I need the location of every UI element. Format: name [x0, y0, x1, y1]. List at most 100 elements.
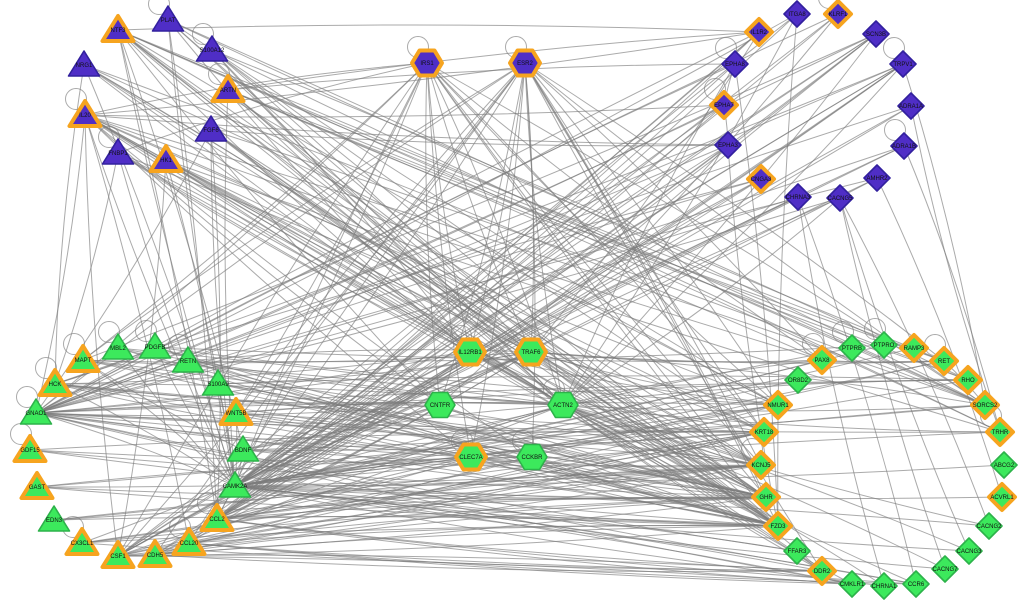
node-gast[interactable] [19, 471, 55, 500]
node-trhr[interactable] [985, 417, 1015, 447]
node-artn[interactable] [210, 74, 246, 103]
node-abcg2[interactable] [990, 451, 1018, 479]
node-mapt[interactable] [65, 344, 101, 373]
edge-s100a9-rho [217, 375, 969, 385]
node-cmklr1[interactable] [838, 570, 866, 598]
node-cdh5[interactable] [137, 539, 173, 568]
edge-hck-krt18 [54, 383, 765, 433]
node-gnao1[interactable] [19, 398, 53, 425]
edge-adra1a-trhr [910, 105, 1001, 433]
node-cacng3[interactable] [955, 537, 983, 565]
edge-fnbp1-krt18 [117, 152, 765, 433]
node-ddr2[interactable] [807, 556, 837, 586]
node-clec7a[interactable] [454, 442, 488, 472]
node-mbl2[interactable] [101, 333, 135, 360]
node-fgf6[interactable] [194, 115, 228, 142]
node-cacng7[interactable] [931, 555, 959, 583]
node-fzd3[interactable] [763, 511, 793, 541]
edge-nrg1-pax8 [83, 64, 823, 361]
node-fnbp1[interactable] [101, 138, 135, 165]
node-krt18[interactable] [749, 417, 779, 447]
edge-traf6-bdnf [242, 351, 532, 451]
node-gdf15[interactable] [12, 434, 48, 463]
node-il1r2[interactable] [744, 17, 774, 47]
node-amhr2[interactable] [863, 164, 891, 192]
node-itga8[interactable] [783, 0, 811, 28]
node-il20[interactable] [67, 99, 103, 128]
node-cacng2[interactable] [975, 512, 1003, 540]
node-nrg1[interactable] [67, 50, 101, 77]
node-plat[interactable] [151, 5, 185, 32]
node-ccl20[interactable] [171, 527, 207, 556]
node-camk2a[interactable] [218, 471, 252, 498]
edge-esr2-pax8 [524, 62, 823, 361]
node-klrf1[interactable] [823, 0, 853, 29]
edge-irs1-mapt [82, 62, 428, 361]
node-scn3b[interactable] [862, 20, 890, 48]
node-rho[interactable] [953, 365, 983, 395]
node-cckbr[interactable] [516, 443, 548, 471]
node-ffar3[interactable] [783, 537, 811, 565]
node-cacng5[interactable] [826, 184, 854, 212]
edge-camk2a-cnga3 [234, 178, 762, 487]
node-cntfr[interactable] [424, 391, 456, 419]
edge-ccl2-ghr [216, 496, 767, 520]
node-ghr[interactable] [751, 482, 781, 512]
node-epha3[interactable] [714, 131, 742, 159]
node-hck[interactable] [37, 368, 73, 397]
edge-hk1-ghr [165, 159, 767, 498]
node-s100a9[interactable] [201, 369, 235, 396]
node-csf1[interactable] [100, 540, 136, 569]
node-epha7[interactable] [709, 90, 739, 120]
edge-epha3-camk2a [234, 144, 729, 487]
node-ptpro[interactable] [870, 331, 898, 359]
node-pax8[interactable] [807, 345, 837, 375]
node-or8d2[interactable] [784, 366, 812, 394]
node-retn[interactable] [171, 346, 205, 373]
node-il12rb1[interactable] [453, 337, 487, 367]
node-nmur1[interactable] [763, 390, 793, 420]
node-hk1[interactable] [148, 144, 184, 173]
self-loop-ptpro [864, 318, 886, 340]
node-trpv1[interactable] [889, 50, 917, 78]
node-cx3cl1[interactable] [64, 527, 100, 556]
node-chrna1[interactable] [870, 572, 898, 600]
edge-esr2-ghr [524, 62, 767, 498]
node-esr2[interactable] [508, 48, 542, 78]
self-loop-artn [208, 63, 230, 85]
node-irs1[interactable] [410, 48, 444, 78]
node-ramp3[interactable] [899, 333, 929, 363]
self-loop-hck [35, 357, 57, 379]
edge-irs1-wnt5b [235, 62, 428, 414]
node-sorcs2[interactable] [970, 390, 1000, 420]
node-edn3[interactable] [37, 505, 71, 532]
node-ntf3[interactable] [100, 14, 136, 43]
node-ccl2[interactable] [199, 503, 235, 532]
node-label-ffar3: FFAR3 [788, 549, 807, 555]
edge-camk2a-abcg2 [234, 464, 1005, 487]
node-pdgfb[interactable] [138, 332, 172, 359]
self-loop-gnao1 [16, 386, 38, 408]
edge-gdf15-ghr [29, 449, 767, 498]
node-kcnj5[interactable] [746, 450, 776, 480]
node-ccr6[interactable] [902, 570, 930, 598]
node-label-kcnj5: KCNJ5 [751, 463, 771, 469]
node-ret[interactable] [929, 346, 959, 376]
node-chrna3[interactable] [784, 183, 812, 211]
node-s100a12[interactable] [195, 35, 229, 62]
node-traf6[interactable] [514, 337, 548, 367]
edge-il1r2-csf1 [117, 31, 760, 557]
node-bdnf[interactable] [226, 435, 260, 462]
node-ptprb[interactable] [838, 334, 866, 362]
edge-plat-fzd3 [167, 19, 779, 527]
node-acvrl1[interactable] [987, 482, 1017, 512]
edge-il20-sorcs2 [84, 114, 986, 406]
edge-il20-il12rb1 [84, 114, 471, 353]
node-cnga3[interactable] [746, 164, 776, 194]
node-wnt5b[interactable] [218, 397, 254, 426]
node-label-cacng3: CACNG3 [956, 549, 982, 555]
node-epha8[interactable] [721, 50, 749, 78]
node-actn2[interactable] [547, 391, 579, 419]
node-adra1b[interactable] [890, 132, 918, 160]
node-adra1a[interactable] [897, 92, 925, 120]
